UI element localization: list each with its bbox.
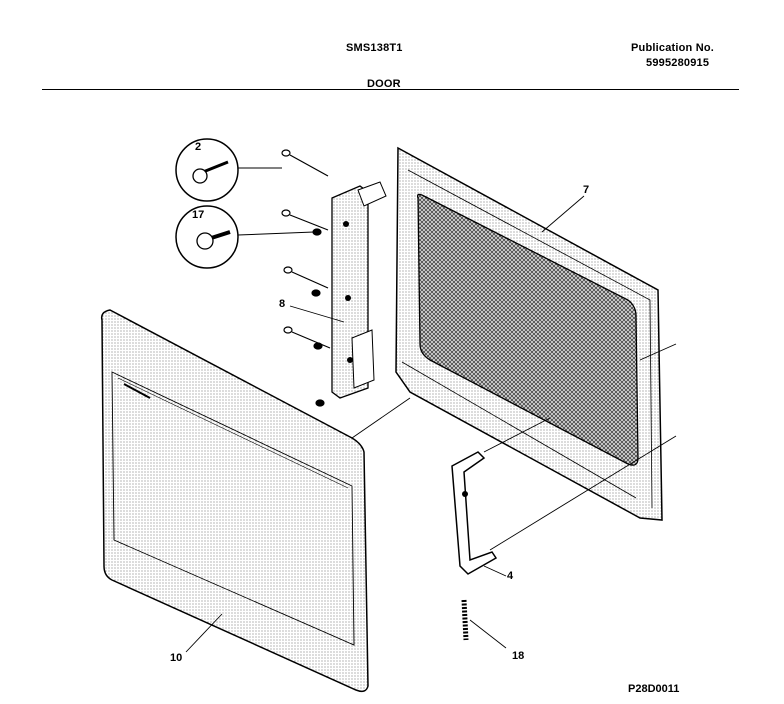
- callout-4: 4: [507, 570, 514, 582]
- leader-frame-edge: [639, 343, 677, 361]
- spring: [461, 599, 507, 649]
- callout-10: 10: [170, 652, 183, 664]
- section-title: DOOR: [367, 78, 401, 90]
- door-frame: [395, 146, 663, 521]
- latch: [451, 417, 677, 577]
- callout-2: 2: [195, 141, 202, 153]
- screw-2-callout: [175, 138, 282, 202]
- door-panel: [100, 309, 411, 693]
- reference-code: P28D0011: [628, 683, 680, 695]
- callout-7: 7: [583, 184, 590, 196]
- screw-17-callout: [175, 205, 315, 269]
- callout-17: 17: [192, 209, 205, 221]
- callout-8: 8: [279, 298, 286, 310]
- header-rule: [42, 89, 739, 90]
- screws: [281, 149, 331, 407]
- leader-7: [541, 195, 585, 233]
- leader-8: [289, 305, 345, 323]
- callout-18: 18: [512, 650, 525, 662]
- model-number: SMS138T1: [346, 42, 403, 54]
- publication-number: 5995280915: [646, 57, 710, 69]
- publication-label: Publication No.: [631, 42, 715, 54]
- leader-10: [185, 613, 223, 653]
- hinge-bracket: [331, 181, 387, 399]
